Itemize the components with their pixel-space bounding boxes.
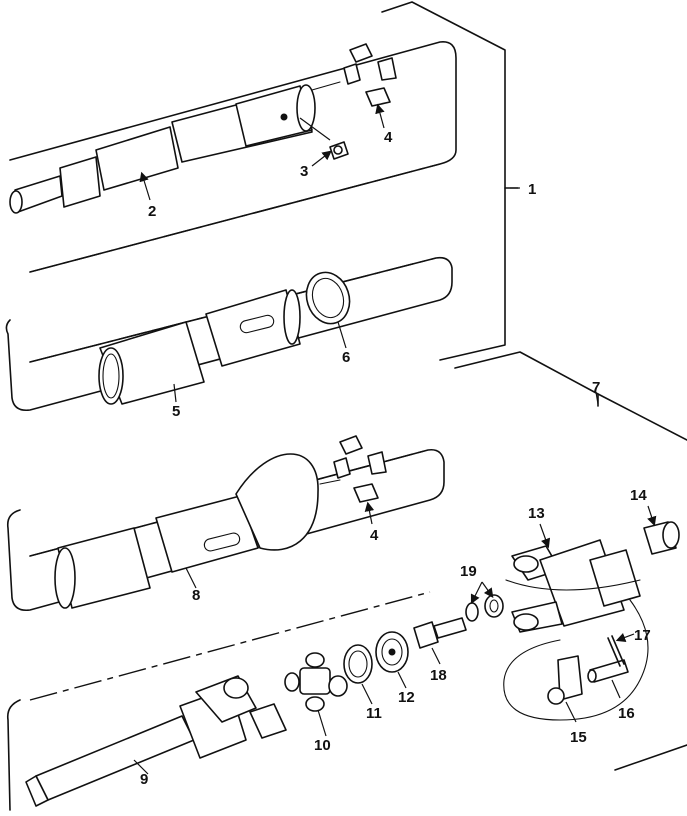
part-8-bell-tube: [54, 453, 319, 609]
part-17-cotter-pin: [607, 635, 625, 667]
bracket-1: [381, 1, 519, 361]
leader-lines: [133, 103, 657, 775]
part-9-square-shaft: [25, 675, 287, 807]
callout-9: 9: [140, 771, 148, 788]
part-15-lock-plate: [547, 655, 583, 705]
callout-labels: 1 2 3 4 5 6 7 4 8 9 10 11 12 13 14 15 16…: [140, 129, 651, 788]
callout-1: 1: [528, 181, 536, 198]
callout-8: 8: [192, 587, 200, 604]
callout-12: 12: [398, 689, 415, 706]
callout-4-upper: 4: [384, 129, 393, 146]
callout-13: 13: [528, 505, 545, 522]
callout-15: 15: [570, 729, 587, 746]
part-11-snap-ring: [343, 644, 373, 684]
part-6-retaining-ring: [305, 271, 351, 325]
callout-6: 6: [342, 349, 350, 366]
part-3-grease-fitting: [329, 141, 349, 160]
callout-7: 7: [592, 379, 600, 396]
panel-1: [9, 41, 457, 273]
callout-5: 5: [172, 403, 180, 420]
part-4-locking-segments-lower: [333, 435, 387, 503]
callout-19: 19: [460, 563, 477, 580]
part-4-locking-segments-upper: [343, 43, 397, 107]
callout-16: 16: [618, 705, 635, 722]
callout-10: 10: [314, 737, 331, 754]
part-19-washers: [465, 594, 504, 622]
panel-4: [6, 591, 431, 811]
part-2-splined-shaft: [9, 84, 316, 214]
centerlines: [311, 81, 649, 721]
callout-11: 11: [366, 705, 382, 722]
part-16-pin: [587, 659, 629, 683]
callout-18: 18: [430, 667, 447, 684]
callout-14: 14: [630, 487, 647, 504]
part-18-bolt: [413, 617, 467, 649]
part-12-bearing: [375, 631, 409, 673]
callout-3: 3: [300, 163, 308, 180]
callout-4-lower: 4: [370, 527, 379, 544]
callout-2: 2: [148, 203, 156, 220]
part-10-universal-cross: [284, 652, 348, 712]
part-13-yoke: [511, 539, 641, 633]
part-6-tube-with-slot: [205, 289, 301, 367]
part-14-bushing: [643, 521, 680, 555]
part-5-tube: [98, 321, 205, 405]
callout-17: 17: [634, 627, 651, 644]
